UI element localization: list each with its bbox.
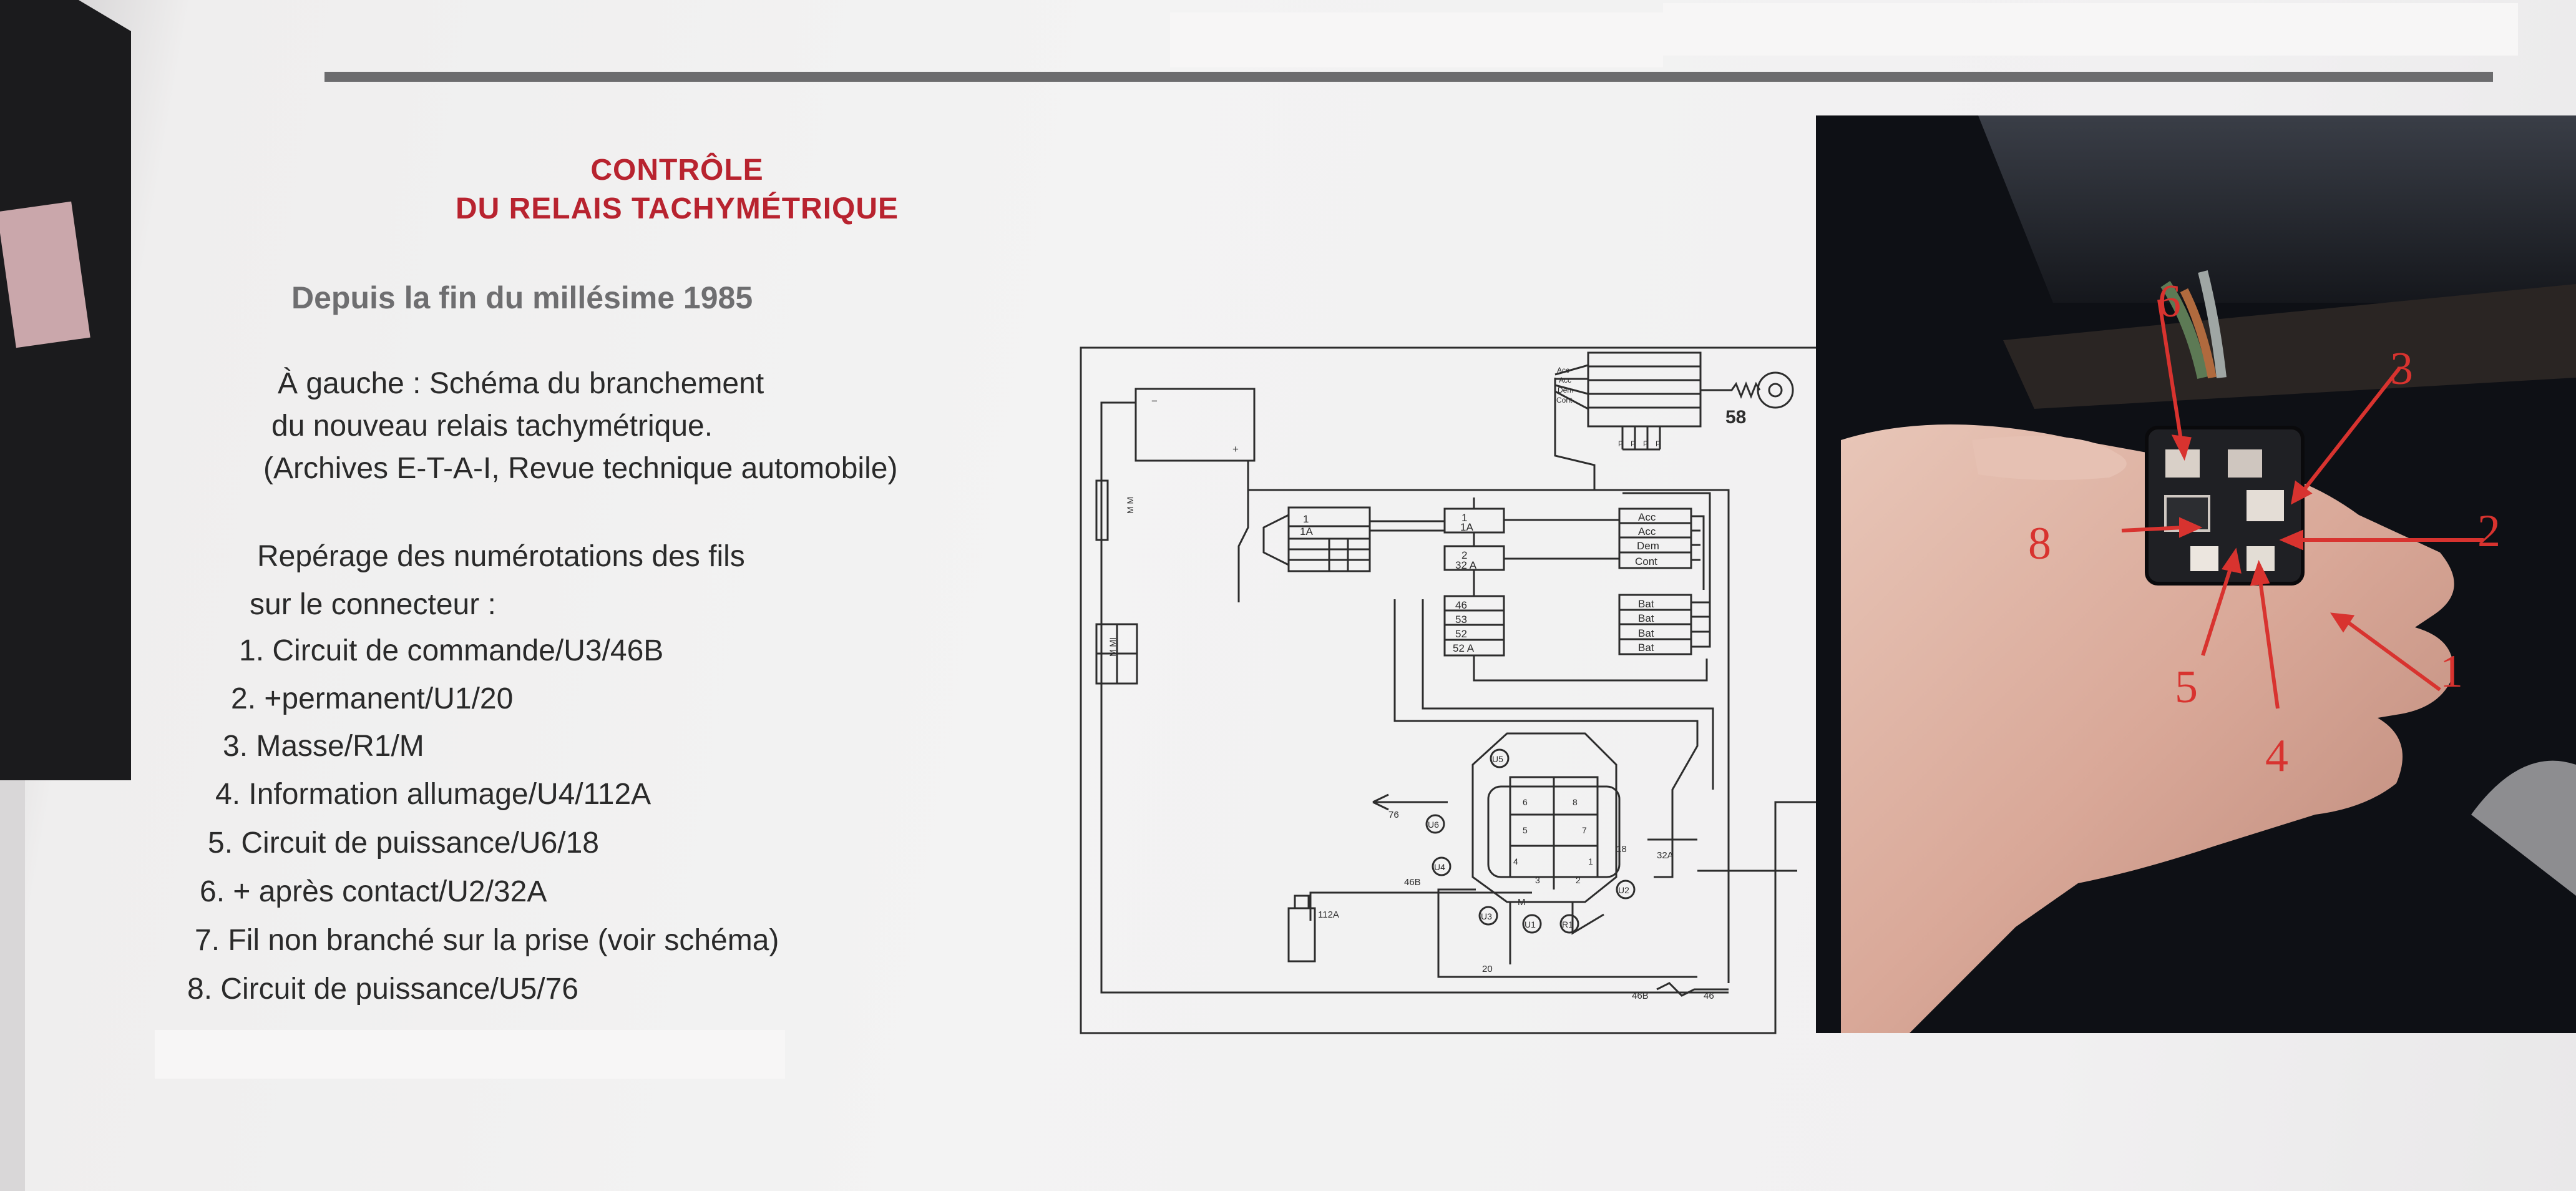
title-line-2: DU RELAIS TACHYMÉTRIQUE: [455, 192, 899, 225]
redaction-mask-top-2: [1663, 3, 2518, 56]
switch-label: Acc: [1559, 376, 1571, 385]
fuse-1: [1443, 507, 1505, 534]
switch-p-label: P: [1656, 439, 1661, 448]
relay-a-1: 1: [1303, 513, 1309, 525]
mm-box: [1095, 479, 1109, 541]
pin-label: 7: [1582, 825, 1587, 835]
wire-label-46b-bottom: 46B: [1632, 991, 1649, 1001]
connector-label: U4: [1434, 862, 1445, 872]
pin-label: 6: [1523, 797, 1528, 807]
fuse-label: 46: [1455, 599, 1467, 611]
connector-label: U2: [1618, 885, 1629, 895]
connector-label: U1: [1525, 919, 1536, 929]
pin-label: 8: [1573, 797, 1578, 807]
redaction-mask-bottom: [155, 1030, 785, 1079]
title-line-1: CONTRÔLE: [590, 154, 764, 187]
pin-label: 1: [1588, 856, 1593, 866]
subtitle: Depuis la fin du millésime 1985: [291, 280, 753, 315]
connector-label: U3: [1481, 911, 1492, 921]
wire-label-46b: 46B: [1404, 877, 1421, 888]
ignition-switch: [1587, 351, 1702, 428]
fuse-label: 1A: [1460, 521, 1473, 533]
caption-line-3: (Archives E-T-A-I, Revue technique autom…: [263, 452, 898, 485]
fuse-label: 32 A: [1455, 559, 1477, 571]
mi-label: M MI: [1108, 637, 1118, 657]
photo-label-1: 1: [2440, 646, 2463, 697]
relay-a-2: 1A: [1300, 526, 1313, 537]
pin-label: 5: [1523, 825, 1528, 835]
list-item: 7. Fil non branché sur la prise (voir sc…: [195, 924, 779, 957]
schematic-frame: [1080, 346, 1837, 1034]
mm-label: M M: [1125, 497, 1135, 514]
switch-p-label: P: [1643, 439, 1648, 448]
list-item: 4. Information allumage/U4/112A: [215, 778, 651, 811]
fuse-label: 2: [1461, 549, 1467, 561]
redaction-mask-top-1: [1170, 12, 1663, 67]
caption-line-1: À gauche : Schéma du branchement: [278, 367, 764, 400]
bat-label: Bat: [1638, 598, 1654, 610]
intro-line-1: Repérage des numérotations des fils: [257, 540, 745, 573]
photo-label-6: 6: [2158, 276, 2181, 327]
switch-p-label: P: [1618, 439, 1623, 448]
list-item: 8. Circuit de puissance/U5/76: [187, 973, 578, 1006]
connector-photo: 6 3 8 2 5 4 1: [1816, 115, 2576, 1033]
connector-label: U6: [1428, 820, 1439, 830]
pin-label: 4: [1513, 856, 1518, 866]
pin-label: 2: [1576, 875, 1581, 885]
wiring-schematic: − + M M M MI 1 1A 1 1A 2 32 A 46 53 52 5…: [1080, 346, 1837, 1034]
photo-label-2: 2: [2477, 506, 2500, 557]
fuse-label: 1: [1461, 512, 1467, 524]
list-item: 3. Masse/R1/M: [223, 730, 424, 763]
page-title: CONTRÔLE DU RELAIS TACHYMÉTRIQUE: [349, 151, 1005, 228]
wire-label-32a: 32A: [1657, 850, 1674, 861]
switch-p-label: P: [1631, 439, 1636, 448]
photo-label-5: 5: [2175, 662, 2198, 713]
photo-label-8: 8: [2028, 518, 2051, 569]
fuse-label: 53: [1455, 614, 1467, 625]
acc-label: Acc: [1638, 526, 1656, 537]
acc-label: Acc: [1638, 511, 1656, 523]
list-item: 5. Circuit de puissance/U6/18: [208, 826, 599, 860]
battery-box: [1134, 388, 1256, 462]
wire-label-46: 46: [1704, 991, 1714, 1001]
intro-line-2: sur le connecteur :: [250, 588, 496, 621]
caption-line-2: du nouveau relais tachymétrique.: [271, 409, 713, 443]
switch-number: 58: [1725, 407, 1746, 428]
battery-minus: −: [1151, 395, 1158, 407]
fuse-label: 52: [1455, 628, 1467, 640]
wire-label-112a: 112A: [1318, 909, 1339, 920]
acc-label: Dem: [1637, 540, 1659, 552]
book-edge: [0, 0, 131, 780]
wire-label-76: 76: [1388, 810, 1399, 820]
list-item: 2. +permanent/U1/20: [231, 682, 514, 715]
switch-label: Dem: [1558, 386, 1573, 395]
battery-plus: +: [1232, 443, 1239, 455]
connector-label: R1: [1562, 919, 1573, 929]
connector-housing: [1471, 732, 1617, 903]
list-item: 1. Circuit de commande/U3/46B: [239, 634, 664, 667]
photo-label-3: 3: [2390, 343, 2413, 395]
top-rule: [324, 72, 2493, 82]
pin-label: 3: [1535, 875, 1540, 885]
photo-label-4: 4: [2265, 730, 2288, 782]
dashboard-panel: [1978, 115, 2576, 303]
bat-label: Bat: [1638, 627, 1654, 639]
wire-label-18: 18: [1616, 844, 1627, 855]
acc-label: Cont: [1635, 556, 1657, 567]
list-item: 6. + après contact/U2/32A: [200, 875, 547, 908]
wire-label-m: M: [1518, 897, 1526, 908]
loom-sleeve: [2471, 760, 2576, 896]
fuse-label: 52 A: [1453, 642, 1475, 654]
relay-connector: [2145, 426, 2305, 586]
wire-label-20: 20: [1482, 964, 1493, 974]
switch-label: Acc: [1557, 366, 1569, 375]
switch-label: Cont: [1556, 396, 1573, 404]
connector-label: U5: [1492, 754, 1503, 764]
bat-label: Bat: [1638, 642, 1654, 654]
bat-label: Bat: [1638, 612, 1654, 624]
